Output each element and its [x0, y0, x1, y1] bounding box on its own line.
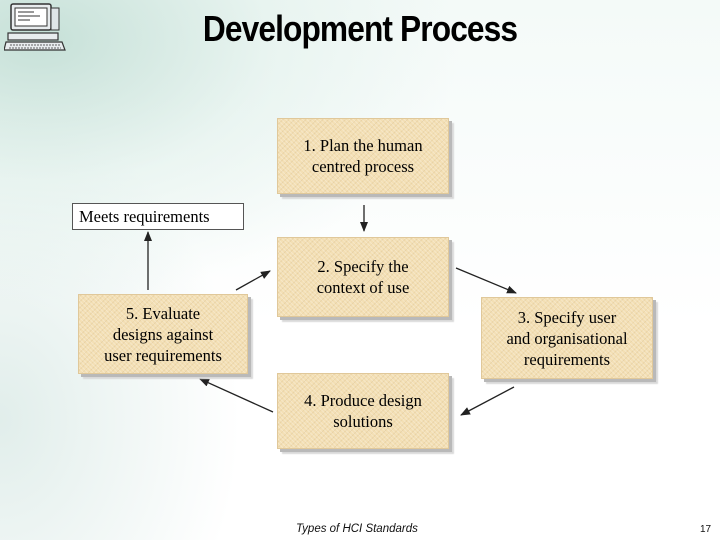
- meets-requirements-box: Meets requirements: [72, 203, 244, 230]
- page-number: 17: [700, 524, 712, 535]
- step-1-plan: 1. Plan the human centred process: [277, 118, 449, 194]
- step-1-label: 1. Plan the human centred process: [303, 136, 423, 176]
- step-4-design: 4. Produce design solutions: [277, 373, 449, 449]
- arrow-2-to-3: [455, 267, 517, 294]
- step-5-evaluate: 5. Evaluate designs against user require…: [78, 294, 248, 374]
- step-3-requirements: 3. Specify user and organisational requi…: [481, 297, 653, 379]
- step-2-label: 2. Specify the context of use: [316, 257, 410, 297]
- arrow-4-to-5: [199, 378, 274, 413]
- footer-text: Types of HCI Standards: [296, 523, 418, 535]
- arrow-3-to-4: [460, 386, 515, 416]
- arrow-5-to-2: [235, 270, 271, 291]
- step-4-label: 4. Produce design solutions: [304, 391, 422, 431]
- step-5-label: 5. Evaluate designs against user require…: [104, 303, 222, 365]
- computer-terminal-icon: [4, 3, 66, 51]
- step-3-label: 3. Specify user and organisational requi…: [506, 307, 628, 369]
- step-2-context: 2. Specify the context of use: [277, 237, 449, 317]
- slide-title: Development Process: [202, 8, 518, 49]
